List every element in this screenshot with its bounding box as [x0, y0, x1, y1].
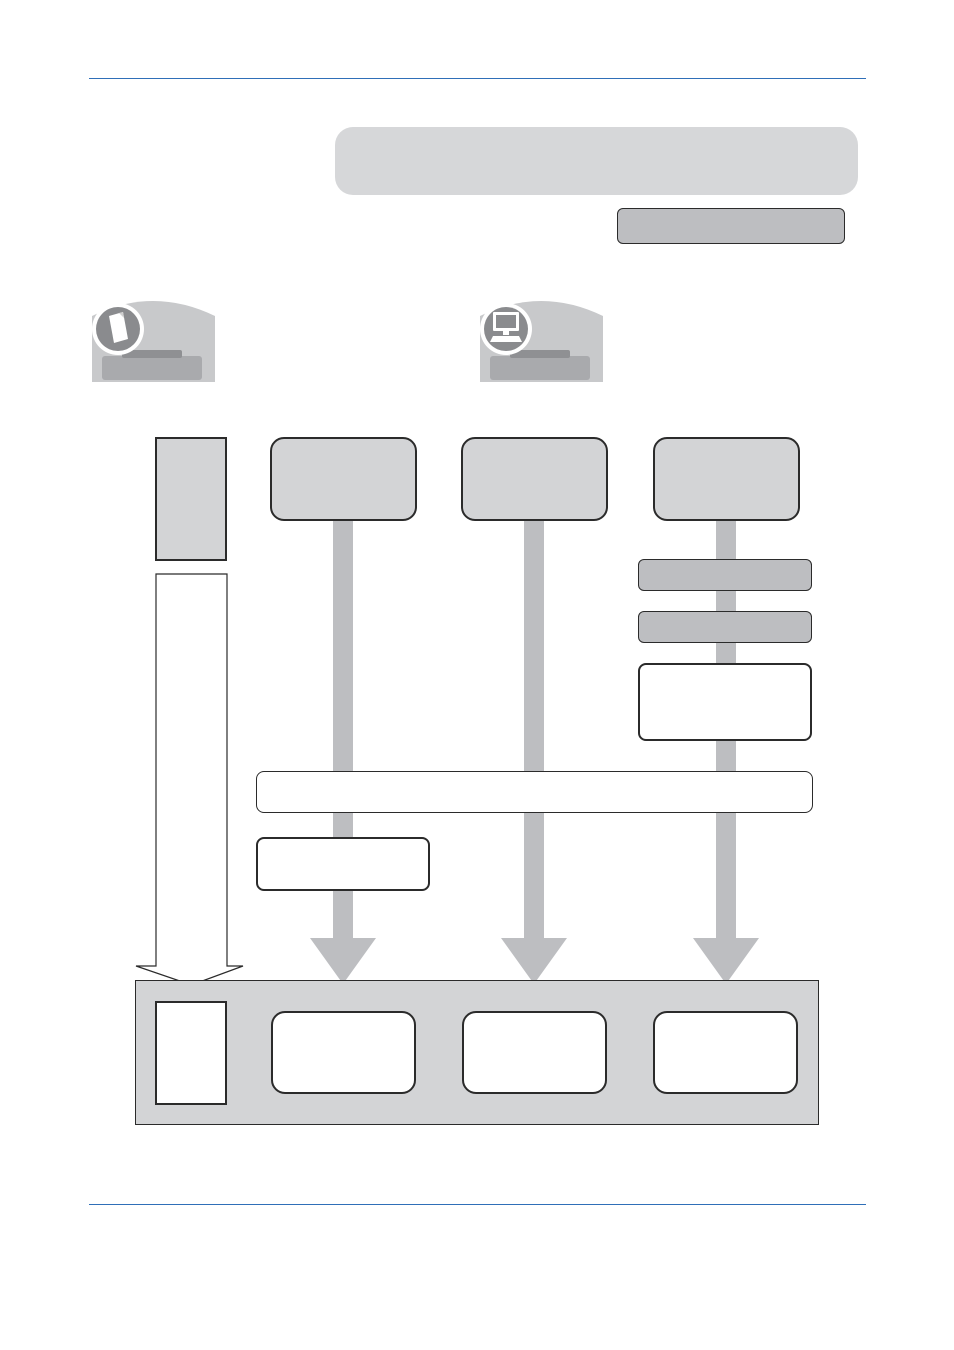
original-document-icon: [92, 296, 215, 382]
source-label-1: [272, 439, 415, 471]
shared-step-label: [257, 772, 812, 785]
source-box-1: [270, 437, 417, 521]
title-banner: [335, 127, 858, 195]
computer-print-icon: [480, 296, 603, 382]
result-label-2: [464, 1013, 605, 1045]
extra-step-box: [256, 837, 430, 891]
arrowhead-3: [693, 938, 759, 984]
result-box-1: [271, 1011, 416, 1094]
pc-step-1: [638, 559, 812, 591]
sidebar-top-box: [155, 437, 227, 561]
source-label-2: [463, 439, 606, 471]
result-box-3: [653, 1011, 798, 1094]
result-label-1: [273, 1013, 414, 1045]
sidebar-flow-arrow: [135, 573, 244, 986]
shared-step-box: [256, 771, 813, 813]
header-rule: [89, 78, 866, 79]
footer-rule: [89, 1204, 866, 1205]
section-badge: [617, 208, 845, 244]
page-title: [335, 127, 858, 151]
pc-step-label-3: [640, 665, 810, 693]
arrowhead-1: [310, 938, 376, 984]
flow-bar-1: [333, 520, 353, 942]
pc-step-2: [638, 611, 812, 643]
source-label-3: [655, 439, 798, 471]
source-box-2: [461, 437, 608, 521]
results-side-box: [155, 1001, 227, 1105]
result-box-2: [462, 1011, 607, 1094]
source-box-3: [653, 437, 800, 521]
pc-step-3: [638, 663, 812, 741]
flow-bar-2: [524, 520, 544, 942]
pc-step-label-2: [639, 612, 811, 620]
badge-label: [618, 209, 844, 219]
arrowhead-2: [501, 938, 567, 984]
result-label-3: [655, 1013, 796, 1045]
pc-step-label-1: [639, 560, 811, 568]
extra-step-label: [258, 839, 428, 857]
